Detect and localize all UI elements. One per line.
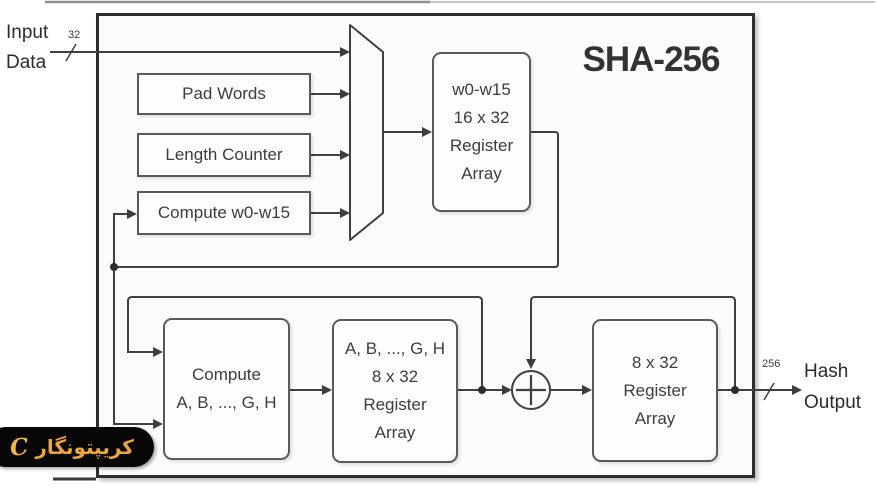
diagram-title: SHA-256 [582,40,721,79]
hash-output-label: Hash Output [804,361,862,413]
watermark-logo-icon: C [8,432,30,462]
pad-words-block: Pad Words [137,73,311,115]
watermark-badge: کریپتونگار C [0,427,154,467]
w-register-array-block: w0-w15 16 x 32 Register Array [432,52,531,212]
input-data-label: Input Data [6,22,49,73]
input-bus-width-label: 32 [68,29,81,41]
output-bus-width-label: 256 [762,358,781,370]
a-h-register-array-block: A, B, ..., G, H 8 x 32 Register Array [332,319,458,463]
compute-w0-w15-block: Compute w0-w15 [137,191,311,235]
hash-register-array-block: 8 x 32 Register Array [592,319,718,462]
length-counter-block: Length Counter [137,133,311,177]
watermark-text: کریپتونگار [35,435,134,459]
compute-a-h-block: Compute A, B, ..., G, H [163,318,290,460]
